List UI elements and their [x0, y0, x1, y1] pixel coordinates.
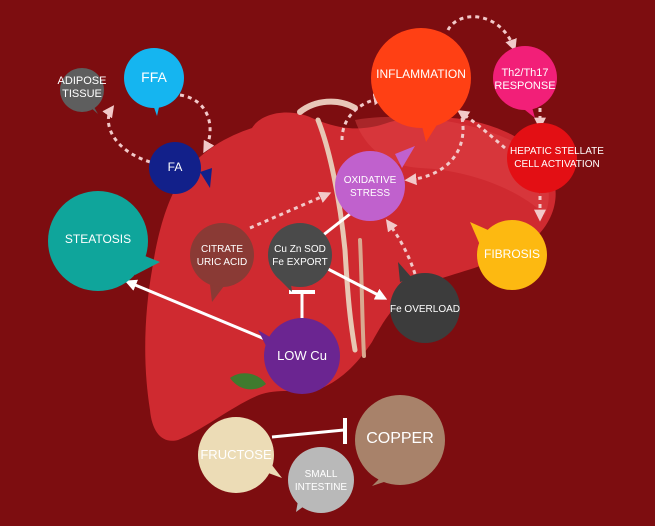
node-hepatic-stellate-cell-activation [507, 123, 577, 194]
node-ffa [124, 48, 184, 116]
arrow-ffa-to-fa [179, 93, 215, 154]
arrow-citrate-to-oxidative [249, 191, 332, 230]
node-fa [149, 142, 212, 194]
arrow-inflammation-to-th2 [446, 15, 517, 52]
node-copper [355, 395, 445, 486]
liver-illustration [145, 98, 556, 441]
arrow-sod-to-overload [325, 266, 388, 300]
dotted-arrows [102, 15, 546, 275]
node-steatosis [48, 191, 160, 291]
node-oxidative-stress [335, 146, 415, 221]
inhibit-fructose-to-copper [271, 428, 345, 439]
node-inflammation [371, 28, 471, 142]
node-cu-zn-sod [268, 223, 332, 292]
node-citrate-uric-acid [190, 223, 254, 302]
arrow-oxidative-to-inflammation [340, 93, 386, 141]
node-small-intestine [288, 447, 354, 513]
arrow-inflammation-to-oxidative [404, 117, 465, 186]
node-th2-th17-response [493, 46, 557, 118]
node-fructose [198, 417, 282, 493]
node-low-cu [258, 318, 340, 394]
arrow-lowcu-to-steatosis [124, 279, 273, 344]
node-adipose-tissue [60, 68, 104, 114]
node-fibrosis [470, 220, 547, 290]
node-fe-overload [390, 262, 460, 343]
arrow-fa-to-adipose [102, 105, 151, 164]
node-circles [48, 28, 577, 513]
